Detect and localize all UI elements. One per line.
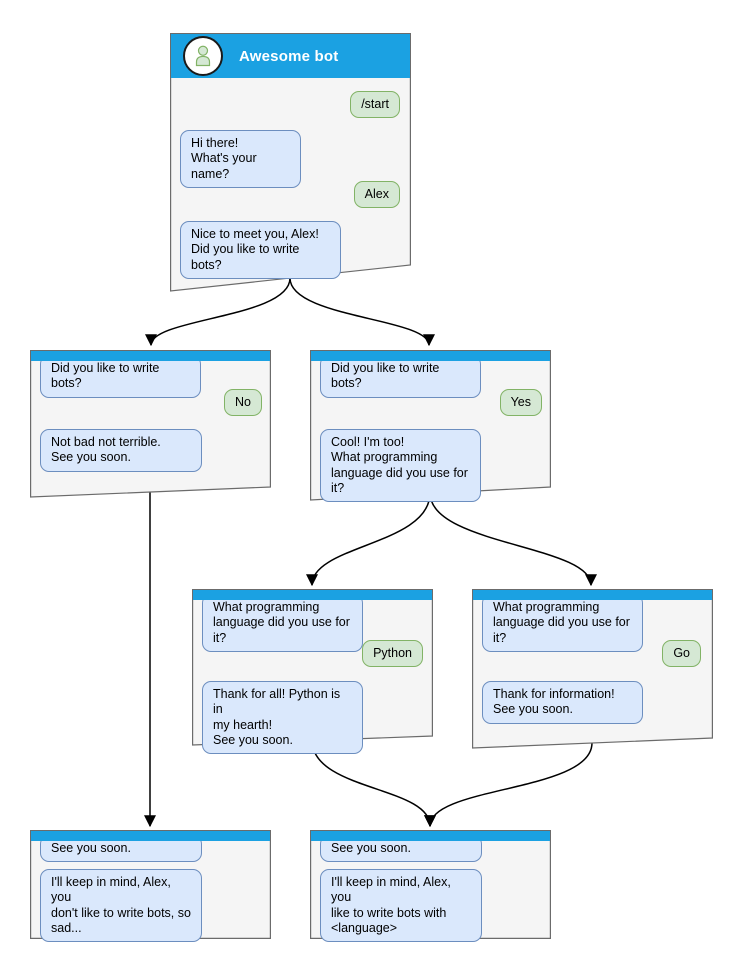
user-message-bubble: Yes	[499, 389, 542, 417]
bot-message-bubble: Cool! I'm too! What programming language…	[320, 429, 481, 502]
bot-message-bubble: I'll keep in mind, Alex, you don't like …	[40, 869, 202, 942]
window-title-bar: Awesome bot	[171, 34, 410, 78]
bot-message-bubble: Hi there! What's your name?	[180, 130, 301, 188]
arrow-yes-to-go	[429, 492, 597, 587]
chat-window-branch-no: Did you like to write bots? No Not bad n…	[30, 350, 271, 498]
window-title-strip	[31, 831, 270, 841]
window-title-strip	[193, 590, 432, 600]
user-message-bubble: No	[224, 389, 262, 417]
bot-message-bubble: I'll keep in mind, Alex, you like to wri…	[320, 869, 482, 942]
bot-avatar-person-icon	[195, 45, 211, 67]
chat-window-branch-yes: Did you like to write bots? Yes Cool! I'…	[310, 350, 551, 502]
bot-message-bubble: Thank for all! Python is in my hearth! S…	[202, 681, 363, 754]
arrow-python-to-finalyes	[311, 739, 436, 828]
chat-window-branch-python: What programming language did you use fo…	[192, 589, 433, 754]
user-message-bubble: Python	[362, 640, 423, 668]
user-message-bubble: Alex	[353, 181, 400, 209]
window-title-strip	[31, 351, 270, 361]
arrow-go-to-finalyes	[424, 742, 593, 828]
bot-message-bubble: Did you like to write bots?	[320, 355, 481, 398]
bot-message-bubble: Thank for information! See you soon.	[482, 681, 643, 724]
arrow-main-to-no	[145, 277, 291, 347]
arrow-main-to-yes	[289, 277, 435, 347]
chat-window-final-no: See you soon. I'll keep in mind, Alex, y…	[30, 830, 271, 942]
bot-message-bubble: What programming language did you use fo…	[482, 594, 643, 652]
user-message-bubble: /start	[350, 91, 400, 119]
bot-message-bubble: Nice to meet you, Alex! Did you like to …	[180, 221, 341, 279]
chat-window-main: Awesome bot /start Hi there! What's your…	[170, 33, 411, 292]
user-message-bubble: Go	[662, 640, 701, 668]
bot-avatar	[183, 36, 223, 76]
arrow-yes-to-python	[306, 492, 431, 587]
bot-message-bubble: What programming language did you use fo…	[202, 594, 363, 652]
window-title: Awesome bot	[239, 47, 339, 65]
window-title-strip	[311, 351, 550, 361]
window-title-strip	[311, 831, 550, 841]
chat-window-final-yes: See you soon. I'll keep in mind, Alex, y…	[310, 830, 551, 942]
chat-window-branch-go: What programming language did you use fo…	[472, 589, 713, 749]
bot-message-bubble: Did you like to write bots?	[40, 355, 201, 398]
bot-message-bubble: Not bad not terrible. See you soon.	[40, 429, 202, 472]
window-title-strip	[473, 590, 712, 600]
